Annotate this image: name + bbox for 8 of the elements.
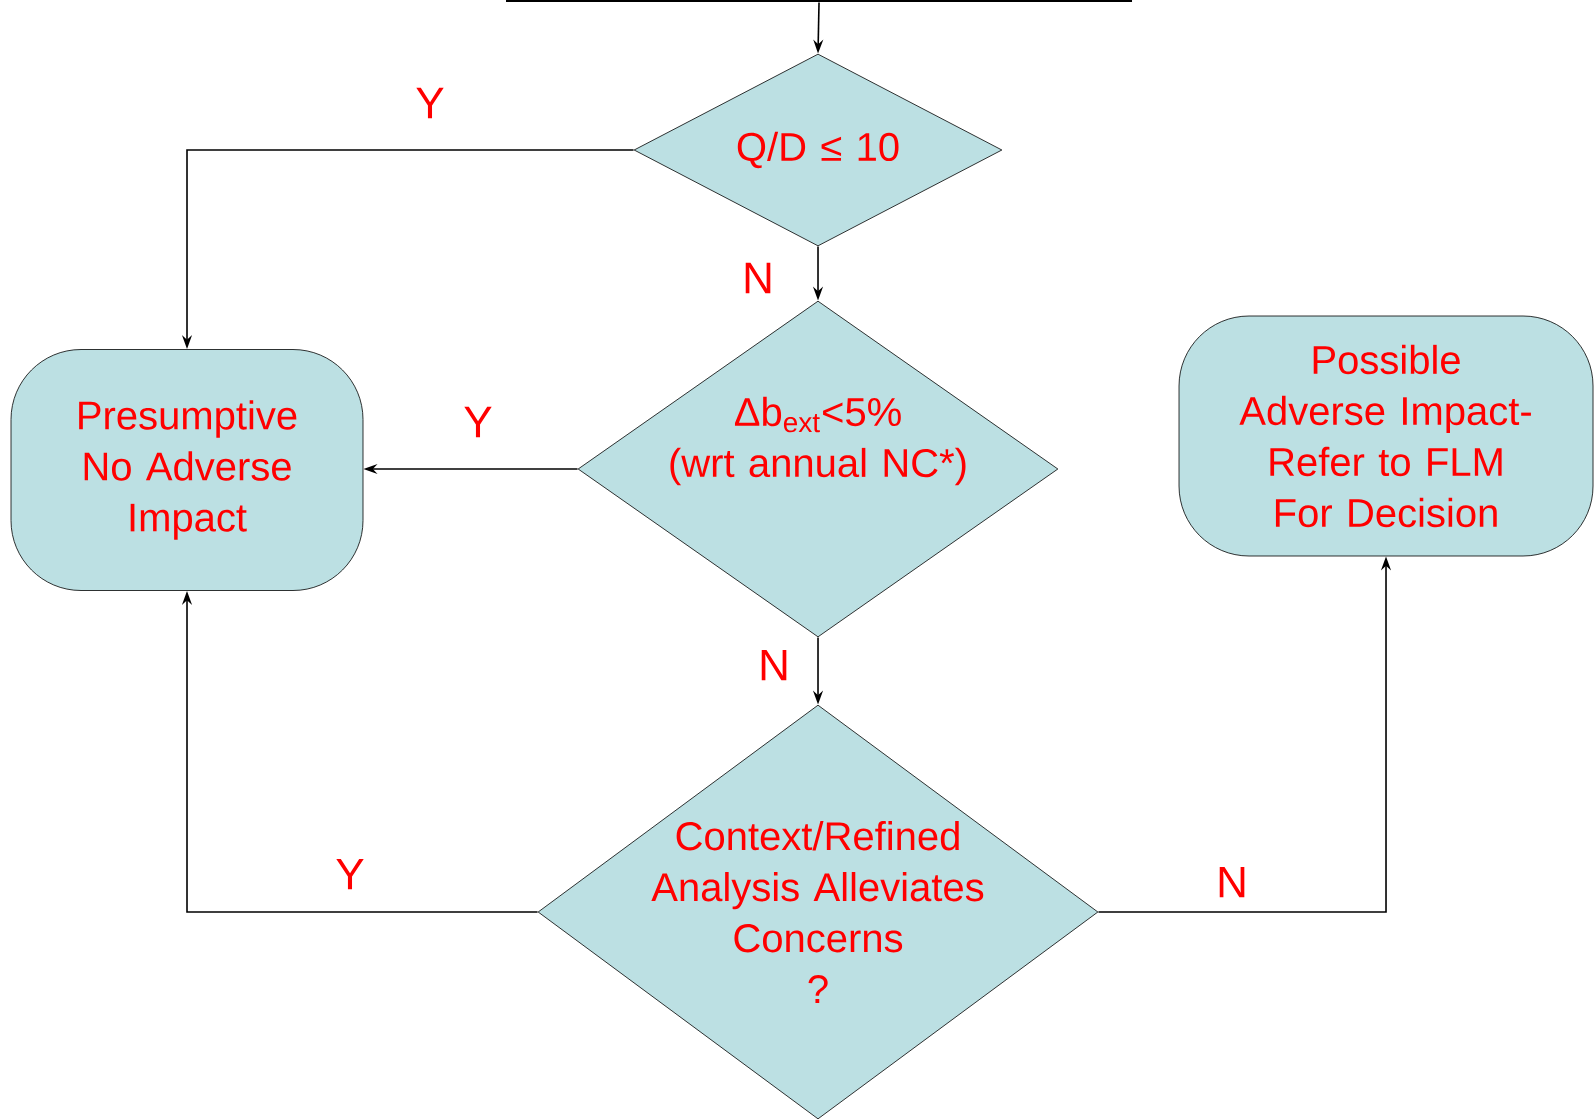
edge-label: N [1219,866,1245,898]
terminal-box: Presumptive No Adverse Impact [10,349,364,591]
edge-label: Y [416,87,444,119]
edge-label: Y [336,858,364,890]
edge-label: N [761,649,787,681]
terminal-box: Possible Adverse Impact- Refer to FLM For Decision [1178,315,1594,557]
edge-label: Y [464,406,492,438]
edge-label: N [745,262,771,294]
